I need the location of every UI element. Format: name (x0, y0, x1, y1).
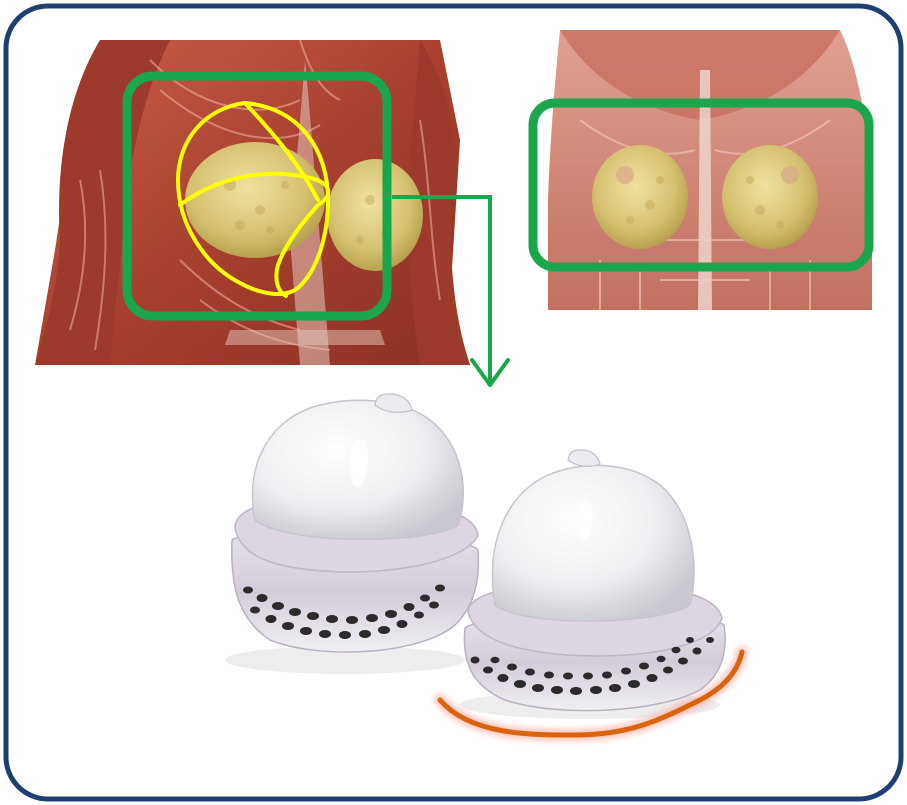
left-fat-tissue-b (327, 159, 423, 271)
right-fat-tissue-a (592, 145, 688, 249)
left-fat-tissue-a (185, 142, 325, 258)
right-fat-tissue-b (722, 145, 818, 249)
